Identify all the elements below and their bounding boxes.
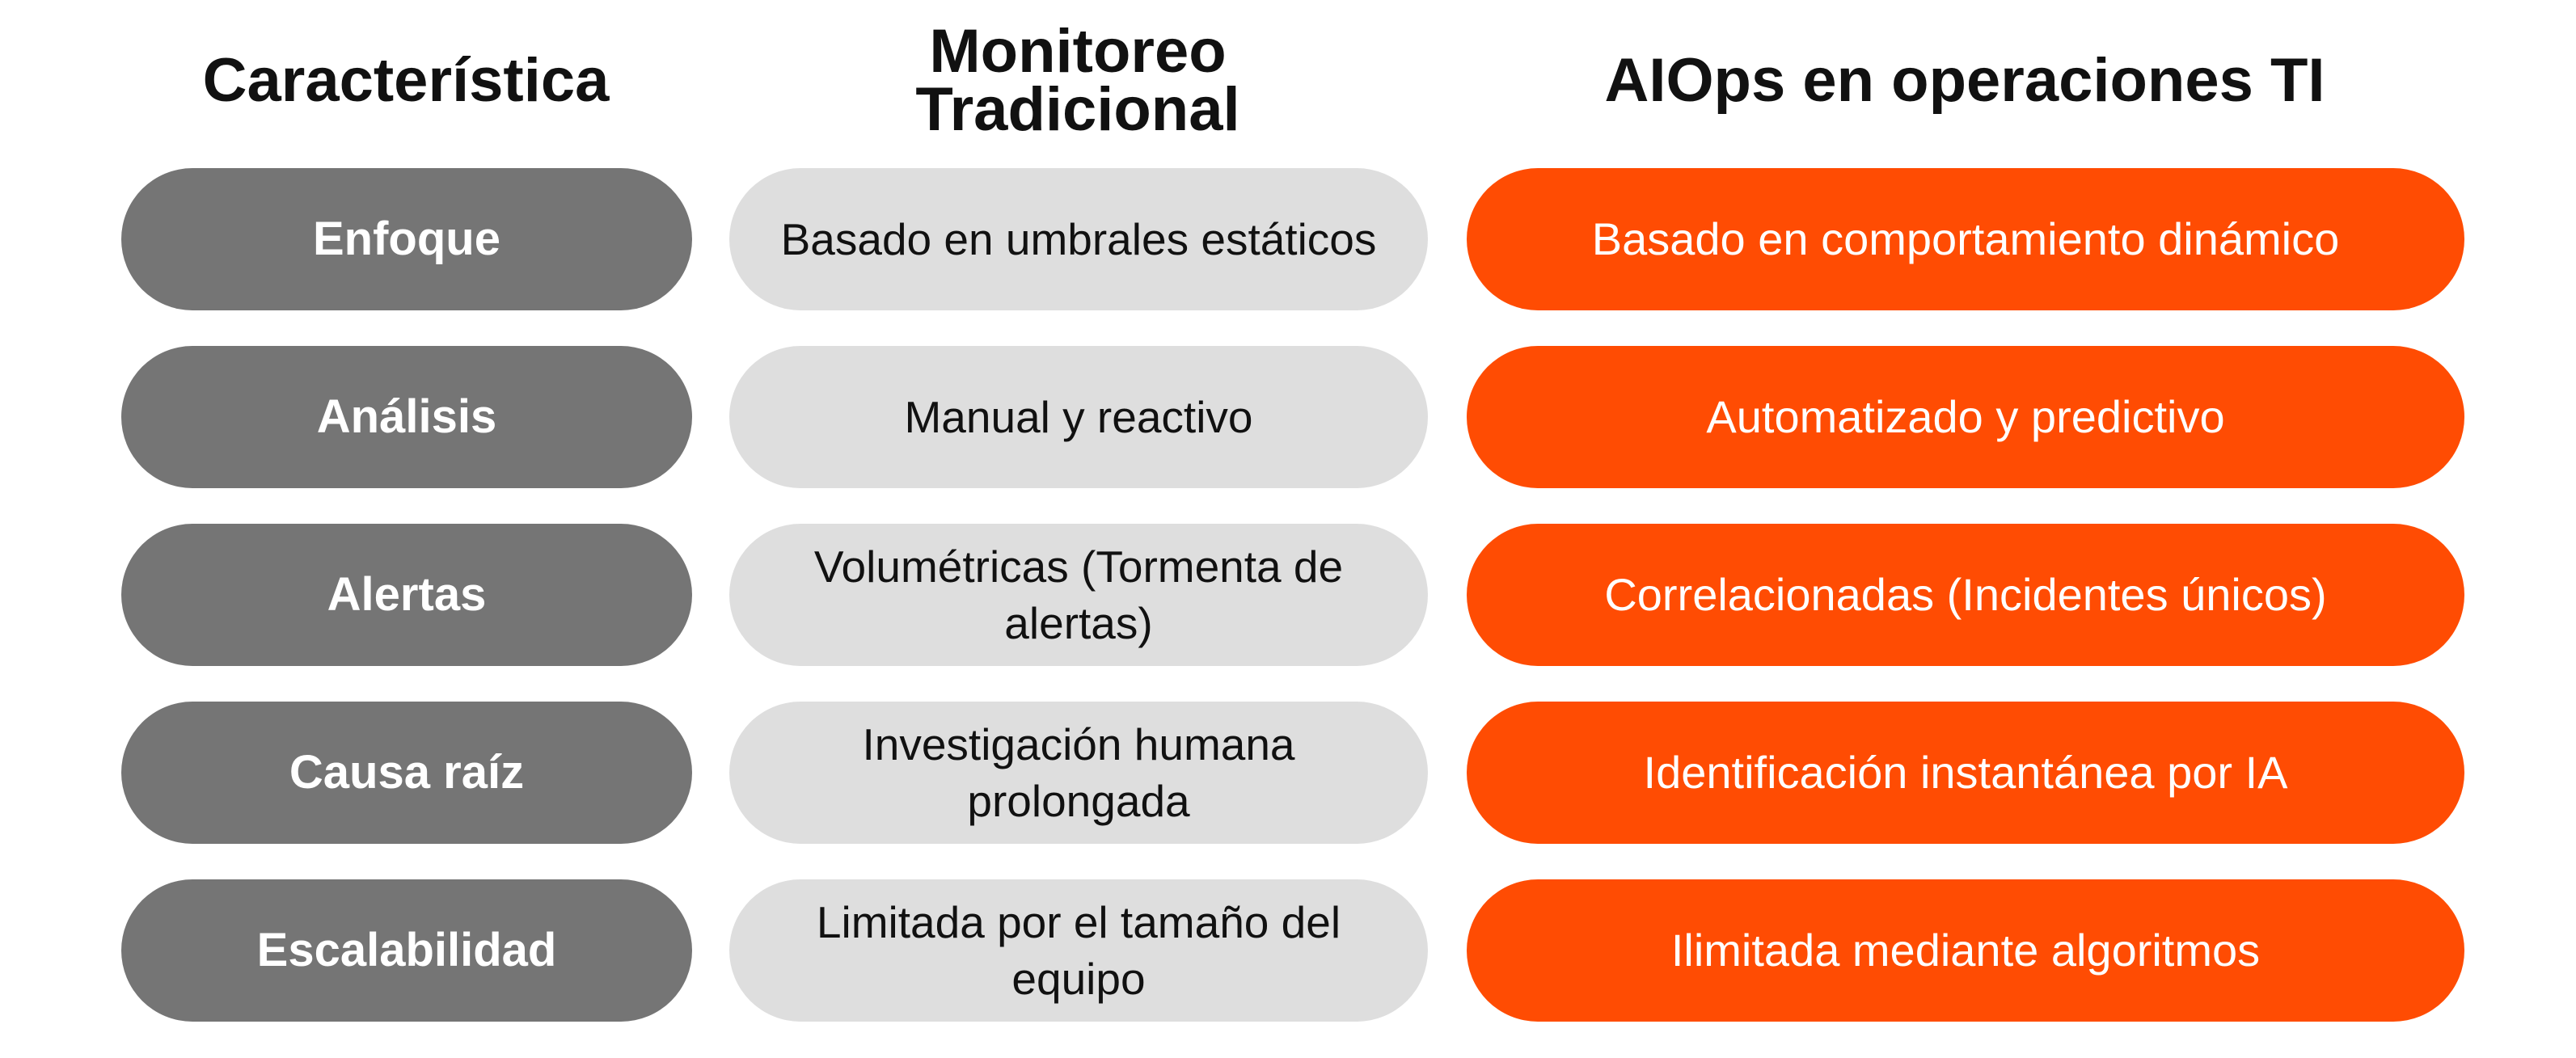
feature-pill: Alertas: [121, 524, 692, 666]
header-feature-label: Característica: [202, 46, 610, 115]
feature-label: Alertas: [327, 568, 487, 621]
traditional-label: Investigación humana prolongada: [862, 719, 1295, 826]
traditional-label: Basado en umbrales estáticos: [780, 214, 1377, 264]
feature-pill: Enfoque: [121, 168, 692, 310]
traditional-pill: Limitada por el tamaño del equipo: [729, 879, 1428, 1022]
feature-pill: Escalabilidad: [121, 879, 692, 1022]
table-row-escalabilidad: Escalabilidad Limitada por el tamaño del…: [0, 879, 2576, 1022]
traditional-label: Limitada por el tamaño del equipo: [816, 897, 1341, 1004]
aiops-label: Identificación instantánea por IA: [1643, 747, 2288, 798]
traditional-label: Volumétricas (Tormenta de alertas): [813, 542, 1344, 648]
header-aiops-label: AIOps en operaciones TI: [1604, 46, 2325, 115]
table-row-enfoque: Enfoque Basado en umbrales estáticos Bas…: [0, 168, 2576, 310]
feature-pill: Causa raíz: [121, 702, 692, 844]
table-row-causa-raiz: Causa raíz Investigación humana prolonga…: [0, 702, 2576, 844]
table-row-alertas: Alertas Volumétricas (Tormenta de alerta…: [0, 524, 2576, 666]
traditional-pill: Basado en umbrales estáticos: [729, 168, 1428, 310]
aiops-label: Correlacionadas (Incidentes únicos): [1604, 569, 2327, 620]
aiops-label: Ilimitada mediante algoritmos: [1670, 925, 2261, 976]
header-aiops: AIOps en operaciones TI: [1463, 0, 2466, 162]
aiops-pill: Ilimitada mediante algoritmos: [1467, 879, 2464, 1022]
aiops-pill: Correlacionadas (Incidentes únicos): [1467, 524, 2464, 666]
aiops-label: Automatizado y predictivo: [1706, 391, 2225, 442]
header-traditional: Monitoreo Tradicional: [728, 0, 1428, 162]
traditional-pill: Volumétricas (Tormenta de alertas): [729, 524, 1428, 666]
aiops-pill: Identificación instantánea por IA: [1467, 702, 2464, 844]
feature-pill: Análisis: [121, 346, 692, 488]
feature-label: Escalabilidad: [256, 924, 557, 976]
traditional-pill: Investigación humana prolongada: [729, 702, 1428, 844]
aiops-pill: Automatizado y predictivo: [1467, 346, 2464, 488]
feature-label: Enfoque: [313, 213, 500, 265]
traditional-label: Manual y reactivo: [904, 392, 1253, 442]
header-feature: Característica: [123, 0, 689, 162]
header-traditional-label: Monitoreo Tradicional: [915, 17, 1240, 144]
feature-label: Análisis: [316, 390, 497, 443]
aiops-pill: Basado en comportamiento dinámico: [1467, 168, 2464, 310]
feature-label: Causa raíz: [289, 746, 525, 799]
table-row-analisis: Análisis Manual y reactivo Automatizado …: [0, 346, 2576, 488]
traditional-pill: Manual y reactivo: [729, 346, 1428, 488]
aiops-label: Basado en comportamiento dinámico: [1591, 213, 2340, 264]
